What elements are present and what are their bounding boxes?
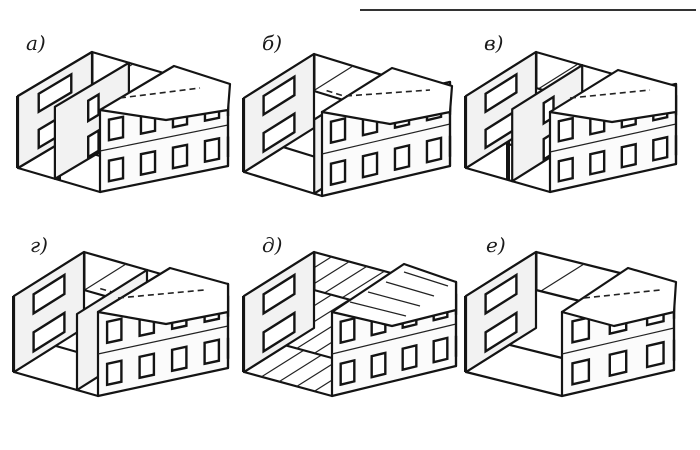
scheme-e-open-left-window — [484, 310, 518, 354]
label-b: б) — [262, 31, 282, 55]
scheme-a-block-front-window — [107, 156, 125, 183]
label-e: е) — [486, 233, 506, 257]
scheme-v-block-front-window — [652, 135, 669, 162]
scheme-g — [12, 250, 230, 398]
scheme-b — [242, 52, 454, 198]
scheme-d-block-front-window — [370, 351, 387, 379]
scheme-b-roof-dash — [345, 89, 431, 97]
scheme-v-roof-dash — [569, 89, 651, 99]
scheme-g-roof-dash — [117, 289, 205, 299]
scheme-v-block-front-window — [557, 156, 574, 183]
scheme-g-block-front-window — [138, 352, 156, 380]
scheme-v-roof-cap — [548, 68, 678, 124]
scheme-b-block-front-window — [329, 116, 347, 145]
scheme-g-block-front-window — [105, 317, 123, 345]
scheme-g-open-left-window — [32, 272, 66, 316]
scheme-e-block-front-window — [571, 358, 591, 386]
scheme-b-block-front-window — [329, 158, 347, 187]
scheme-v-open-left-window — [484, 72, 518, 114]
scheme-b-open-left-wall — [242, 52, 316, 174]
scheme-a-open-left-window — [37, 72, 73, 114]
scheme-e-open-left-wall — [464, 250, 538, 374]
scheme-b-block-front-window — [393, 143, 411, 172]
scheme-e — [464, 250, 678, 398]
scheme-a-roof-dash — [119, 87, 201, 99]
scheme-b-open-roof-dash — [326, 89, 349, 99]
scheme-a-block-floor-line — [99, 124, 229, 152]
scheme-d-block-floor-line — [331, 323, 457, 355]
scheme-g-roof-cap — [96, 266, 230, 326]
scheme-v-block-front-window — [557, 116, 574, 143]
label-g: г) — [30, 233, 48, 257]
scheme-g-block-floor-line — [97, 325, 229, 355]
scheme-e-block-front-window — [571, 316, 591, 344]
scheme-d-roof-rib — [385, 281, 435, 297]
scheme-d — [242, 250, 458, 398]
scheme-a-open-door — [86, 92, 100, 124]
scheme-b-roof-cap — [320, 66, 454, 126]
scheme-d-roof-rib — [349, 301, 407, 317]
scheme-a-block-front-window — [171, 143, 189, 170]
label-d: д) — [262, 233, 282, 257]
scheme-a — [16, 50, 232, 194]
scheme-e-roof-dash — [583, 289, 661, 299]
scheme-v-block-front-window — [620, 142, 637, 169]
scheme-e-roof-cap — [560, 266, 678, 328]
scheme-b-open-left-window — [262, 74, 296, 117]
scheme-d-block-front-window — [401, 343, 418, 372]
scheme-g-open-left-wall — [12, 250, 86, 374]
scheme-g-block-front-window — [170, 345, 188, 373]
scheme-b-open-left-window — [262, 111, 296, 154]
label-v: в) — [484, 31, 503, 55]
scheme-a-open-door — [86, 128, 100, 160]
scheme-a-block-front-window — [107, 115, 125, 142]
scheme-d-open-left-window — [262, 272, 296, 316]
scheme-d-roof-rib — [403, 271, 449, 287]
scheme-d-block-front-window — [339, 316, 356, 345]
scheme-v — [464, 50, 678, 194]
scheme-a-block-front-window — [139, 149, 157, 177]
label-a: а) — [26, 31, 46, 55]
scheme-b-block-front-window — [425, 136, 443, 164]
scheme-v-block-front-window — [589, 149, 606, 176]
scheme-g-open-left-window — [32, 310, 66, 354]
scheme-e-block-front-window — [645, 340, 665, 369]
scheme-v-block-floor-line — [549, 123, 677, 153]
scheme-g-block-front-window — [105, 359, 123, 387]
scheme-g-block-front-window — [203, 338, 221, 366]
scheme-d-roof-rib — [367, 291, 421, 307]
scheme-e-block-front-window — [608, 349, 628, 378]
scheme-b-block-floor-line — [321, 123, 451, 155]
scheme-a-block-front-window — [203, 136, 221, 164]
scheme-b-block-front-window — [361, 151, 379, 179]
scheme-d-block-front-window — [432, 336, 449, 364]
scheme-e-block-floor-line — [561, 327, 675, 355]
scheme-d-block-front-window — [339, 358, 356, 387]
scheme-d-open-left-window — [262, 310, 296, 354]
scheme-e-open-left-window — [484, 272, 518, 316]
scheme-d-roof-cap — [330, 262, 458, 328]
scheme-d-open-left-wall — [242, 250, 316, 374]
